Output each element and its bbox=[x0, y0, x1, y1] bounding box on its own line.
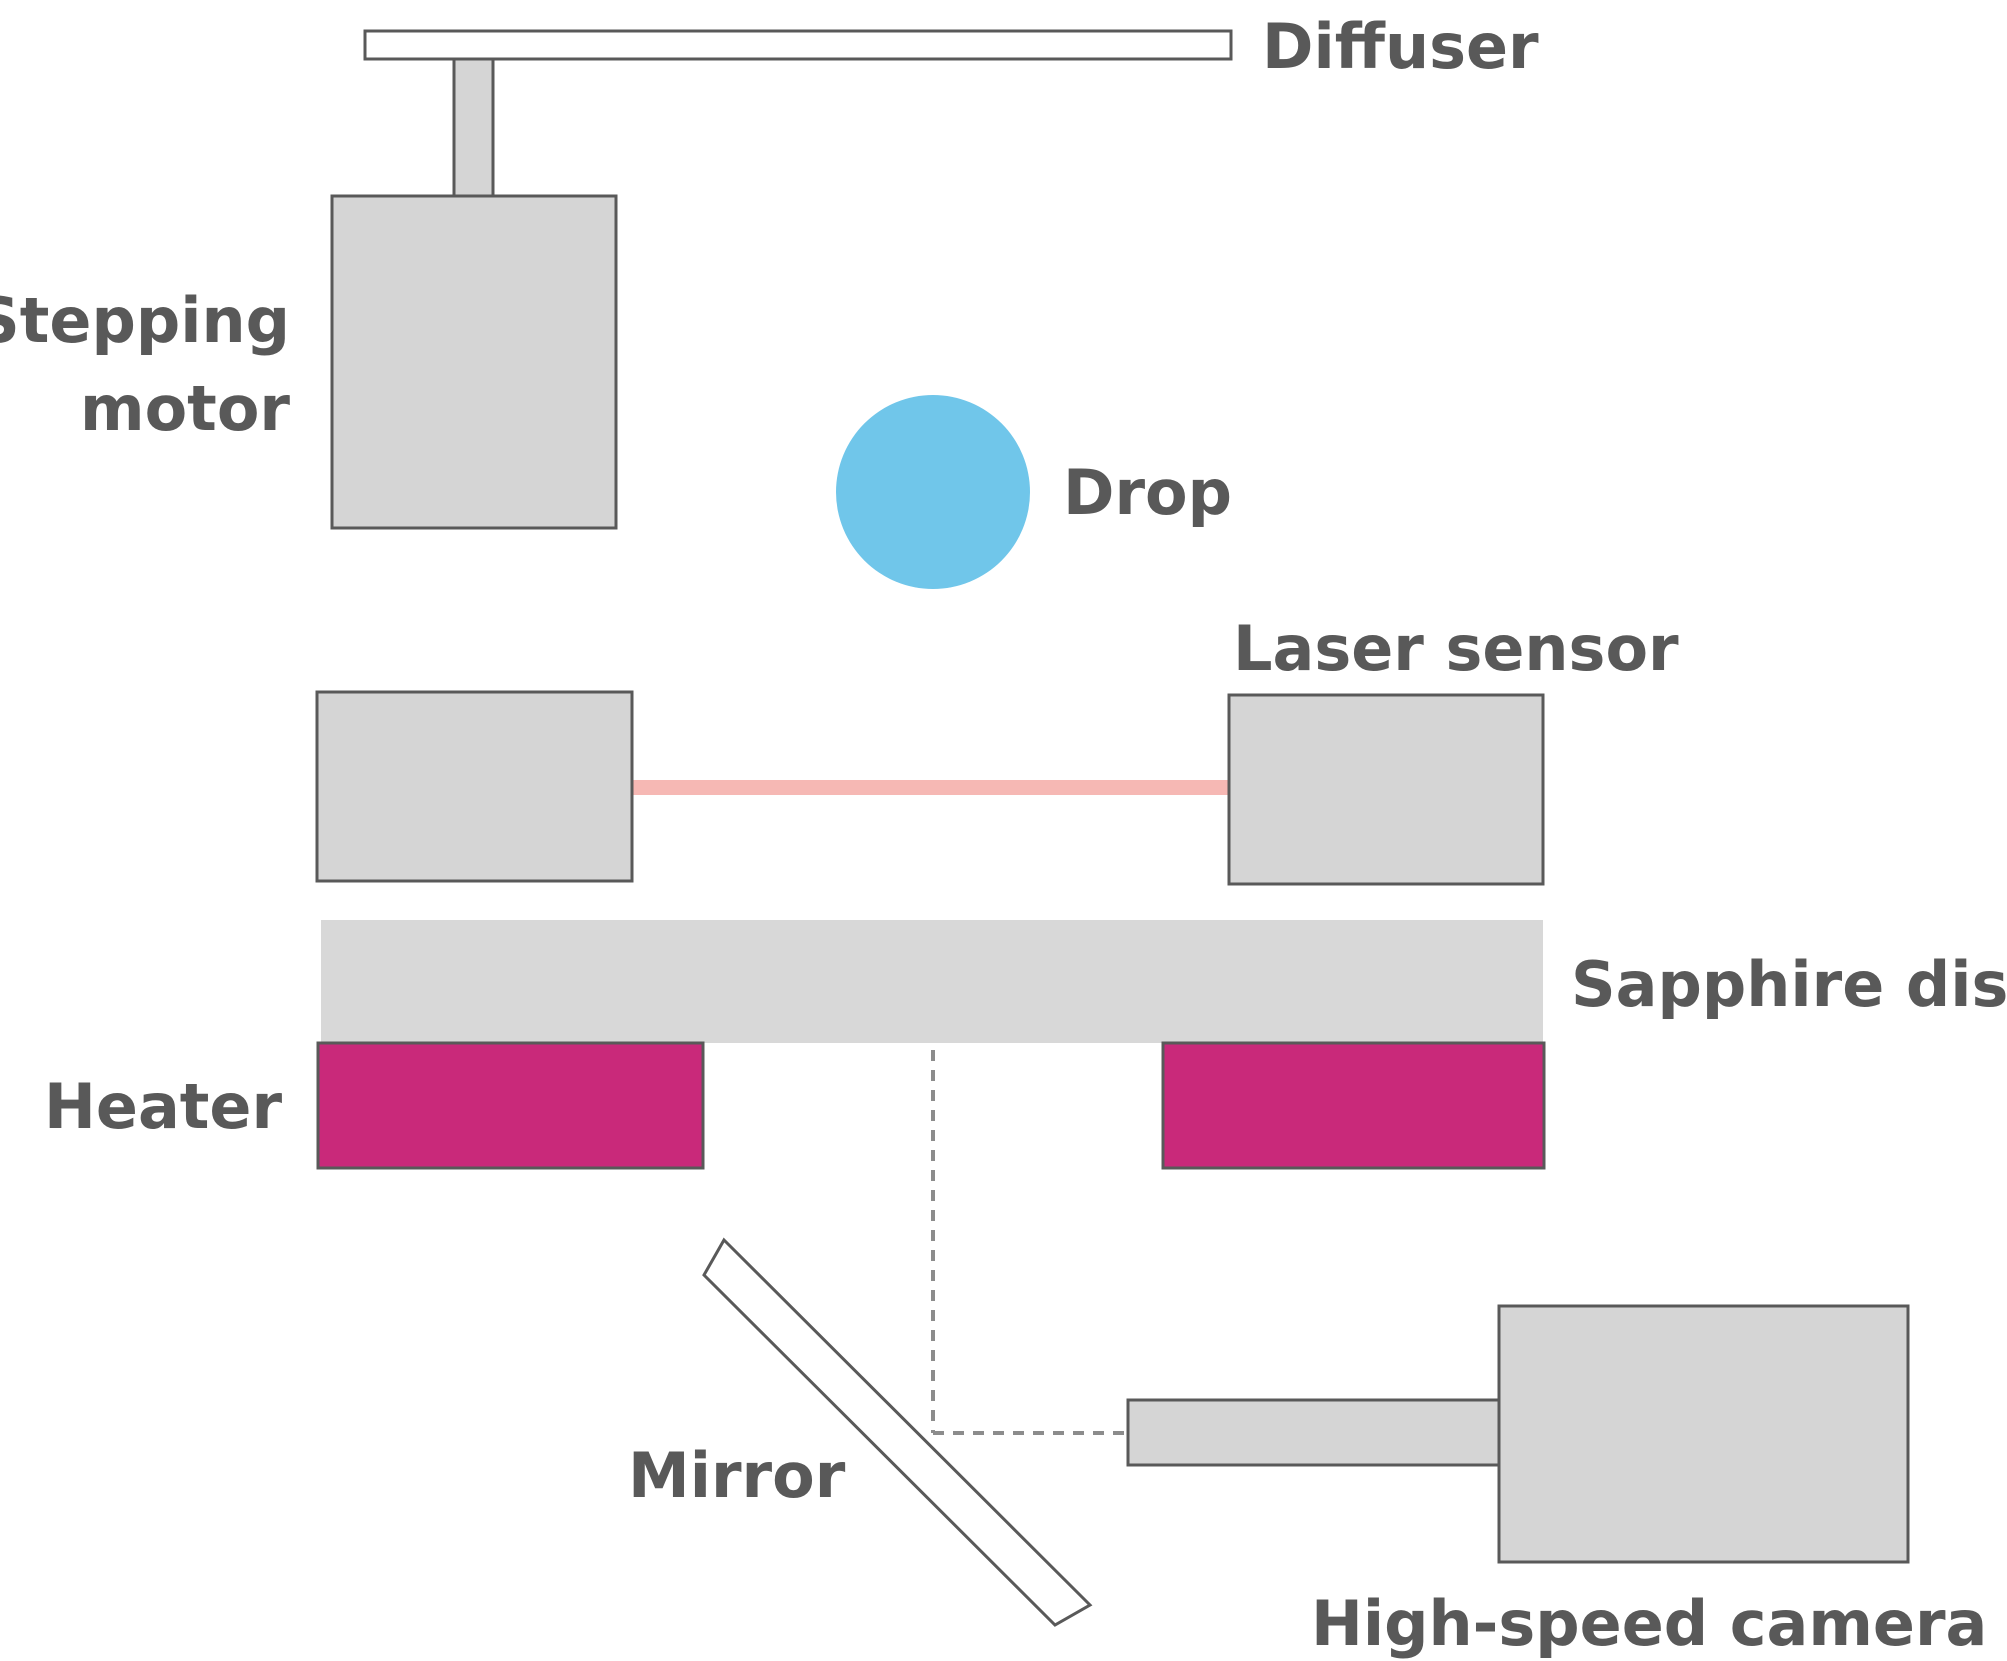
stepping-motor-label-line1: Stepping bbox=[0, 284, 290, 357]
heater-right bbox=[1161, 1041, 1546, 1170]
stepping-motor-label-line2: motor bbox=[80, 372, 290, 445]
mirror bbox=[702, 1237, 1093, 1627]
camera-body bbox=[1497, 1304, 1910, 1564]
camera-label: High-speed camera bbox=[1311, 1587, 1987, 1660]
stepping-motor-body bbox=[330, 194, 618, 530]
sapphire-disk-label: Sapphire disk bbox=[1571, 948, 2007, 1021]
drop-label: Drop bbox=[1063, 456, 1232, 529]
laser-receiver bbox=[1227, 693, 1545, 886]
heater-left bbox=[316, 1041, 705, 1170]
diffuser-label: Diffuser bbox=[1262, 10, 1539, 83]
heater-label: Heater bbox=[44, 1070, 282, 1143]
laser-beam bbox=[632, 780, 1229, 795]
sapphire-disk bbox=[321, 920, 1543, 1043]
laser-sensor-label: Laser sensor bbox=[1233, 612, 1679, 685]
mirror-label: Mirror bbox=[628, 1439, 846, 1512]
diffuser-plate bbox=[363, 29, 1233, 61]
camera-lens bbox=[1126, 1398, 1502, 1467]
laser-emitter bbox=[315, 690, 634, 883]
drop-circle bbox=[836, 395, 1030, 589]
motor-shaft bbox=[452, 57, 495, 199]
